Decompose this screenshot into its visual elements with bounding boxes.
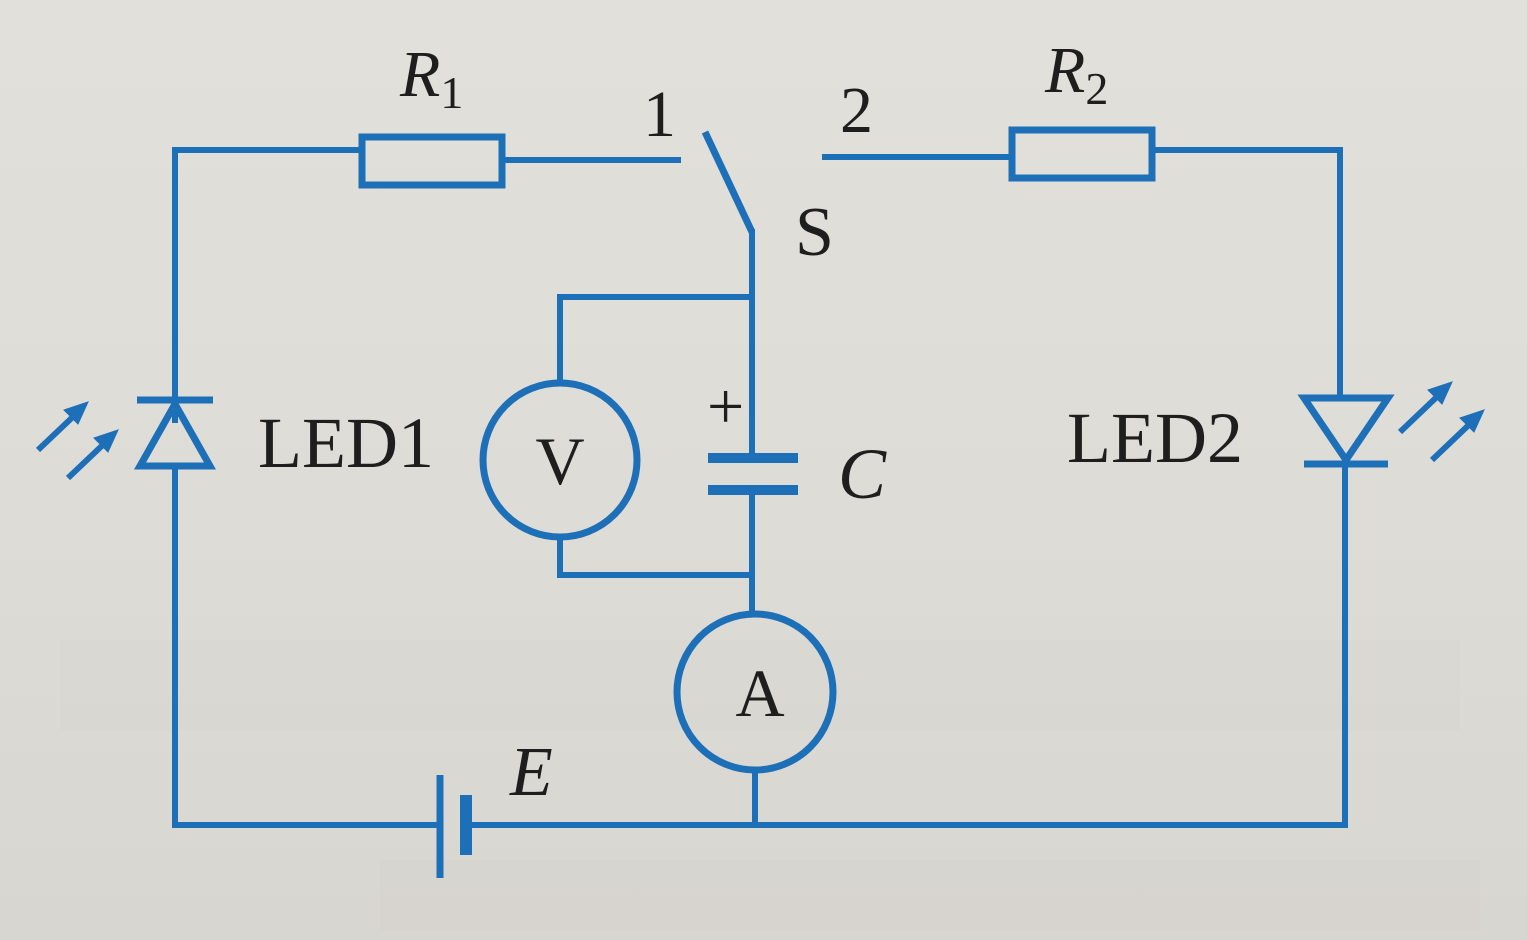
label-switch-pos1: 1 — [643, 78, 676, 151]
capacitor-c — [708, 453, 798, 495]
led2-light-arrows — [1397, 381, 1485, 463]
label-r1: R1 — [399, 38, 463, 118]
wire-right-bottom — [752, 463, 1348, 828]
wire-voltmeter-top — [557, 294, 755, 386]
led2-diode — [1297, 394, 1395, 468]
label-led1: LED1 — [258, 403, 434, 483]
label-capacitor: C — [838, 434, 887, 514]
resistor-r1 — [358, 133, 506, 189]
led1-light-arrows — [35, 401, 119, 481]
wire-left-bottom — [172, 465, 443, 828]
label-voltmeter: V — [535, 423, 584, 499]
wires — [172, 147, 1348, 828]
battery-e — [436, 775, 472, 878]
label-capacitor-plus: + — [707, 370, 744, 443]
voltmeter-circle — [479, 379, 641, 541]
wire-right-top — [1149, 147, 1343, 401]
wire-voltmeter-bottom — [557, 535, 755, 578]
wire-left-top — [172, 147, 365, 423]
label-switch: S — [795, 194, 834, 271]
label-switch-pos2: 2 — [840, 74, 873, 147]
resistor-r2 — [1008, 126, 1156, 182]
bleed-through-text — [60, 640, 1480, 930]
label-ammeter: A — [735, 655, 784, 731]
label-battery: E — [509, 734, 553, 811]
label-led2: LED2 — [1067, 398, 1243, 478]
ammeter-circle — [673, 610, 837, 774]
led1-diode — [134, 396, 216, 470]
switch-blade — [701, 130, 756, 234]
label-r2: R2 — [1044, 34, 1108, 114]
